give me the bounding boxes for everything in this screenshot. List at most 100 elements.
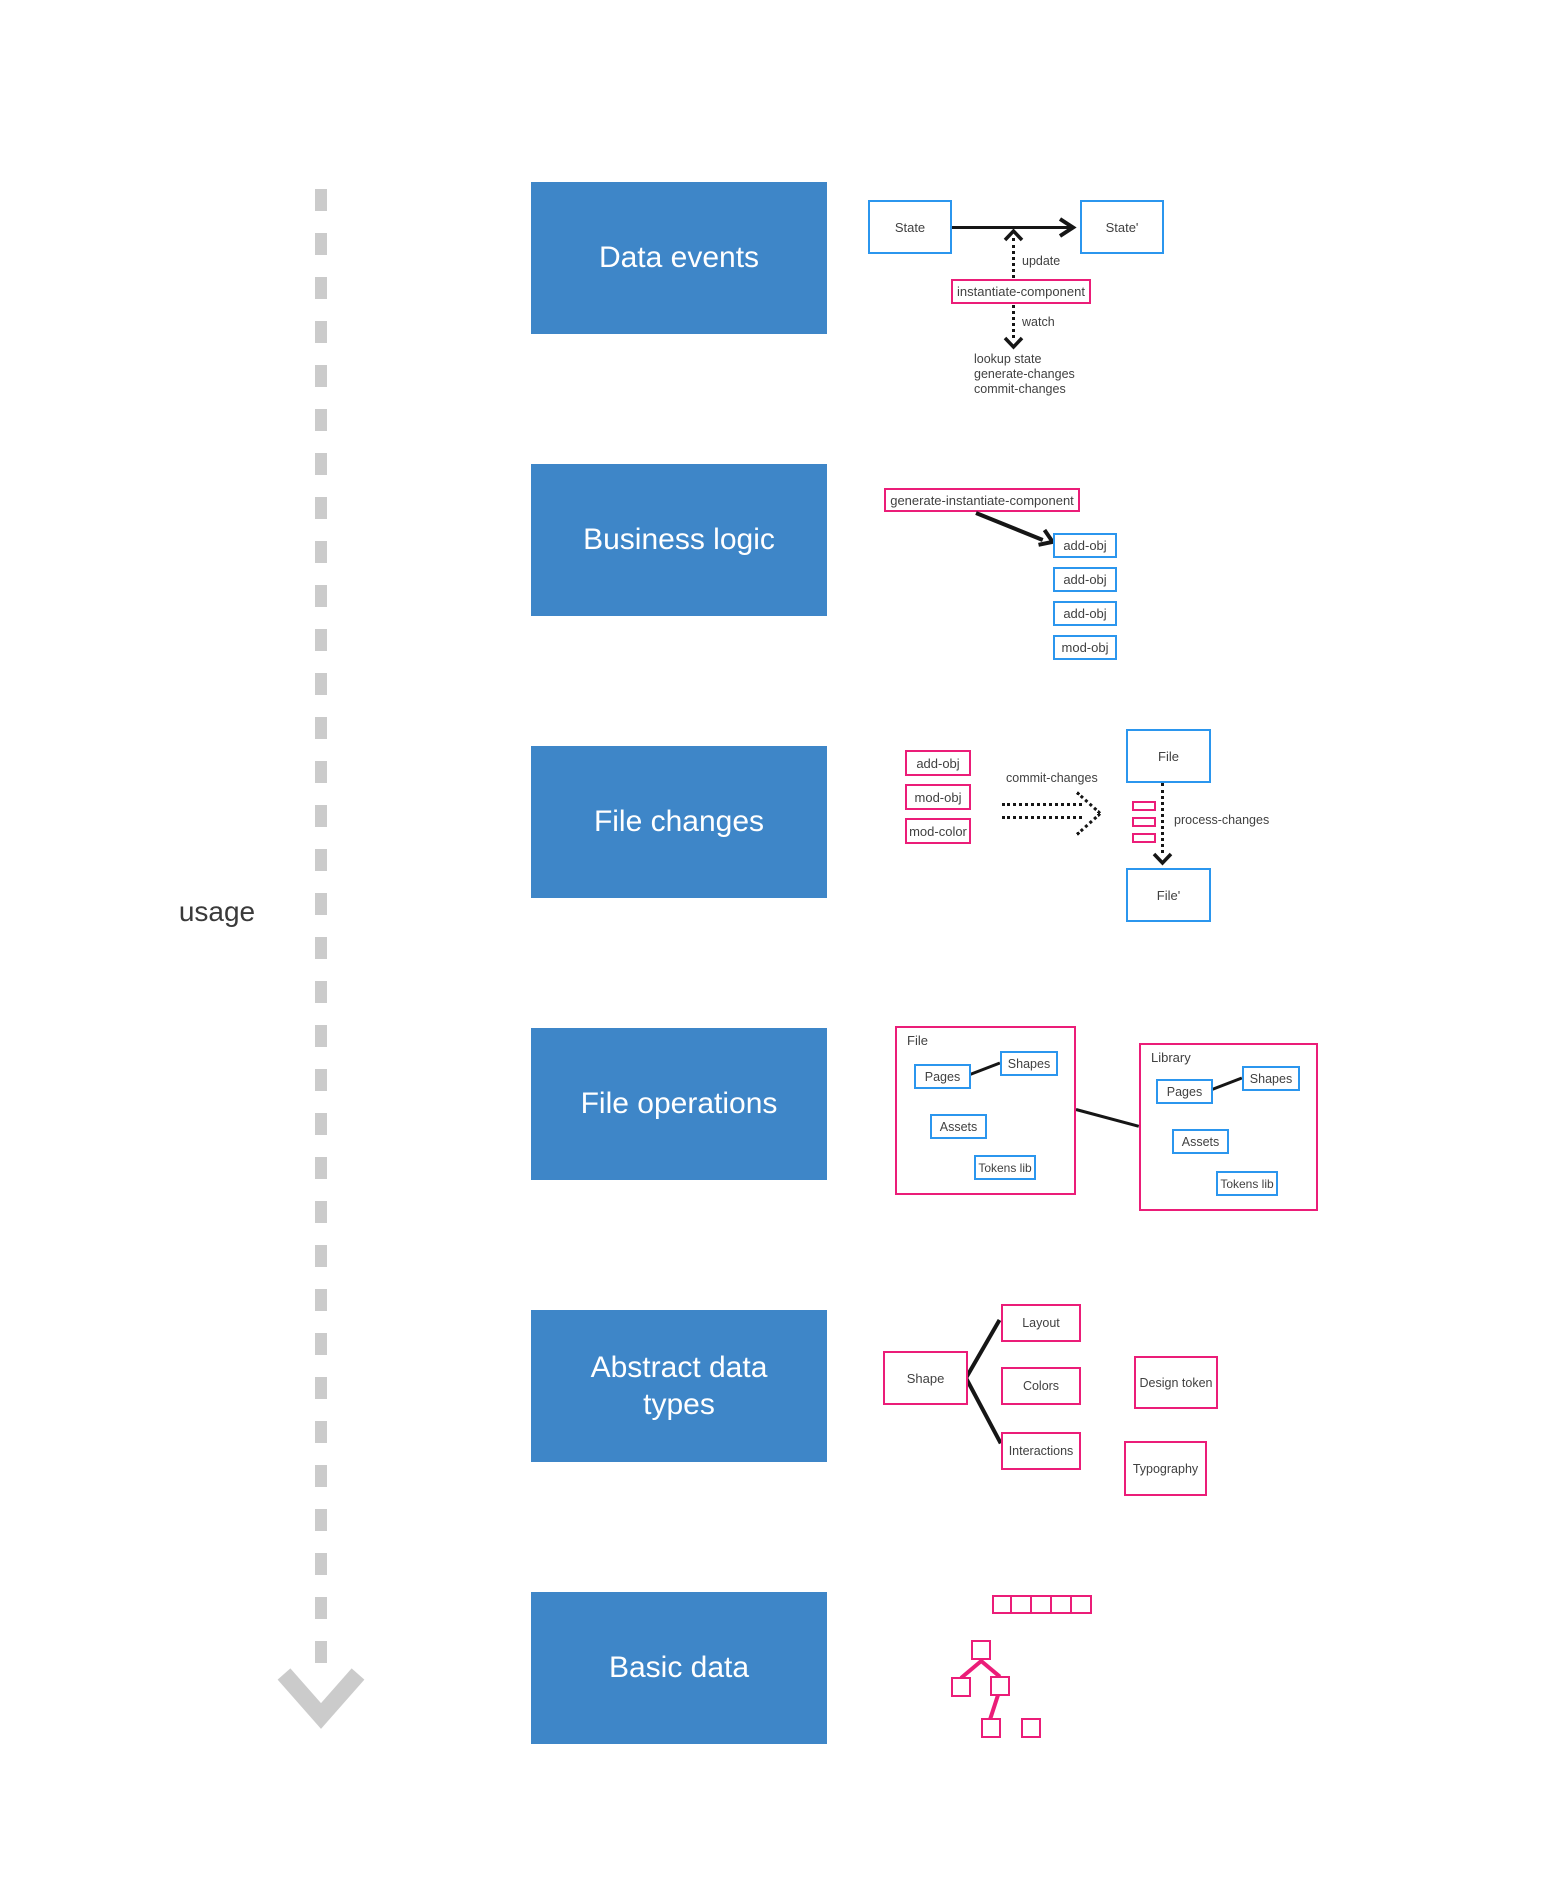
change-mod-obj-node: mod-obj — [905, 784, 971, 810]
step-commit-changes: commit-changes — [974, 382, 1066, 396]
op-mod-obj-label: mod-obj — [1061, 640, 1109, 655]
state-prime-node: State' — [1080, 200, 1164, 254]
op-add-obj-label-2: add-obj — [1063, 572, 1107, 587]
state-node-label: State — [894, 219, 926, 235]
shape-node: Shape — [883, 1351, 968, 1405]
change-add-obj-node: add-obj — [905, 750, 971, 776]
section-business-logic-label: Business logic — [583, 523, 775, 557]
typography-node: Typography — [1124, 1441, 1207, 1496]
commit-dotted-arrow-top-line — [1002, 803, 1082, 806]
commit-dotted-arrow-bottom-line — [1002, 816, 1082, 819]
change-mod-obj-label: mod-obj — [914, 789, 962, 805]
section-basic-data-label: Basic data — [608, 1651, 750, 1685]
section-file-changes: File changes — [531, 746, 827, 898]
file-node-label: File — [1158, 748, 1179, 764]
layout-node-label: Layout — [1022, 1316, 1060, 1330]
change-item-rect-2 — [1132, 817, 1156, 827]
file-prime-node-label: File' — [1156, 887, 1181, 903]
library-container — [1139, 1043, 1318, 1211]
layout-node: Layout — [1001, 1304, 1081, 1342]
colors-node: Colors — [1001, 1367, 1081, 1405]
dotted-arrow-up-icon — [1003, 228, 1024, 242]
section-file-changes-label: File changes — [593, 805, 765, 839]
generator-arrow-head-icon — [1038, 528, 1056, 547]
file-shapes-node: Shapes — [1000, 1051, 1058, 1076]
file-pages-label: Pages — [924, 1069, 961, 1084]
file-library-connector-line — [1075, 1108, 1140, 1128]
file-container-title: File — [907, 1033, 928, 1048]
interactions-node: Interactions — [1001, 1432, 1081, 1470]
change-mod-color-label: mod-color — [909, 823, 967, 839]
section-business-logic: Business logic — [531, 464, 827, 616]
library-pages-label: Pages — [1166, 1084, 1203, 1099]
section-file-operations: File operations — [531, 1028, 827, 1180]
instantiate-component-node: instantiate-component — [951, 279, 1091, 304]
library-pages-node: Pages — [1156, 1079, 1213, 1104]
design-token-node: Design token — [1134, 1356, 1218, 1409]
file-assets-node: Assets — [930, 1114, 987, 1139]
library-tokens-lib-node: Tokens lib — [1216, 1171, 1278, 1196]
library-assets-label: Assets — [1181, 1134, 1220, 1149]
tree-edge-right-child — [988, 1694, 1000, 1720]
op-add-obj-label-1: add-obj — [1063, 538, 1107, 553]
state-transition-arrow-line — [952, 226, 1070, 229]
generate-instantiate-component-node: generate-instantiate-component — [884, 488, 1080, 512]
watch-label: watch — [1022, 315, 1055, 329]
tree-detached-node — [1021, 1718, 1041, 1738]
op-add-obj-label-3: add-obj — [1063, 606, 1107, 621]
file-tokens-lib-node: Tokens lib — [974, 1155, 1036, 1180]
section-abstract-data-types-label: Abstract data types — [590, 1350, 768, 1422]
file-container — [895, 1026, 1076, 1195]
state-prime-node-label: State' — [1105, 219, 1139, 235]
op-mod-obj-node: mod-obj — [1053, 635, 1117, 660]
commit-changes-label: commit-changes — [1006, 771, 1098, 785]
op-add-obj-node-2: add-obj — [1053, 567, 1117, 592]
usage-dashed-line — [315, 189, 327, 1683]
design-token-node-label: Design token — [1139, 1375, 1213, 1390]
colors-node-label: Colors — [1022, 1379, 1060, 1393]
file-tokens-lib-label: Tokens lib — [978, 1160, 1032, 1175]
step-generate-changes: generate-changes — [974, 367, 1075, 381]
instantiate-component-label: instantiate-component — [957, 284, 1085, 299]
tree-grandchild-node — [981, 1718, 1001, 1738]
section-data-events: Data events — [531, 182, 827, 334]
array-cell — [1052, 1595, 1072, 1614]
generate-instantiate-component-label: generate-instantiate-component — [890, 492, 1074, 508]
op-add-obj-node-1: add-obj — [1053, 533, 1117, 558]
tree-root-node — [971, 1640, 991, 1660]
file-node: File — [1126, 729, 1211, 783]
array-cell — [992, 1595, 1012, 1614]
process-changes-label: process-changes — [1174, 813, 1270, 827]
shape-node-label: Shape — [906, 1370, 945, 1386]
state-node: State — [868, 200, 952, 254]
section-abstract-data-types: Abstract data types — [531, 1310, 827, 1462]
array-cell — [1012, 1595, 1032, 1614]
array-cell — [1032, 1595, 1052, 1614]
file-assets-label: Assets — [939, 1119, 978, 1134]
array-cells — [992, 1595, 1092, 1614]
tree-left-child-node — [951, 1677, 971, 1697]
change-mod-color-node: mod-color — [905, 818, 971, 844]
section-file-operations-label: File operations — [580, 1087, 778, 1121]
step-lookup-state: lookup state — [974, 352, 1042, 366]
file-prime-node: File' — [1126, 868, 1211, 922]
interactions-node-label: Interactions — [1008, 1444, 1074, 1458]
dotted-arrow-down-icon — [1003, 336, 1024, 350]
change-item-rect-3 — [1132, 833, 1156, 843]
op-add-obj-node-3: add-obj — [1053, 601, 1117, 626]
library-tokens-lib-label: Tokens lib — [1220, 1176, 1274, 1191]
generator-arrow-line — [975, 511, 1044, 542]
shape-layout-line — [964, 1318, 1002, 1379]
library-shapes-label: Shapes — [1249, 1071, 1293, 1086]
tree-right-child-node — [990, 1676, 1010, 1696]
section-basic-data: Basic data — [531, 1592, 827, 1744]
usage-arrow-down-icon — [277, 1668, 365, 1729]
update-label: update — [1022, 254, 1061, 268]
shape-interactions-line — [964, 1377, 1003, 1445]
watch-callback-steps: lookup state generate-changes commit-cha… — [974, 352, 1075, 397]
library-assets-node: Assets — [1172, 1129, 1229, 1154]
file-shapes-label: Shapes — [1007, 1056, 1051, 1071]
library-container-title: Library — [1151, 1050, 1191, 1065]
process-arrow-down-icon — [1152, 852, 1173, 866]
